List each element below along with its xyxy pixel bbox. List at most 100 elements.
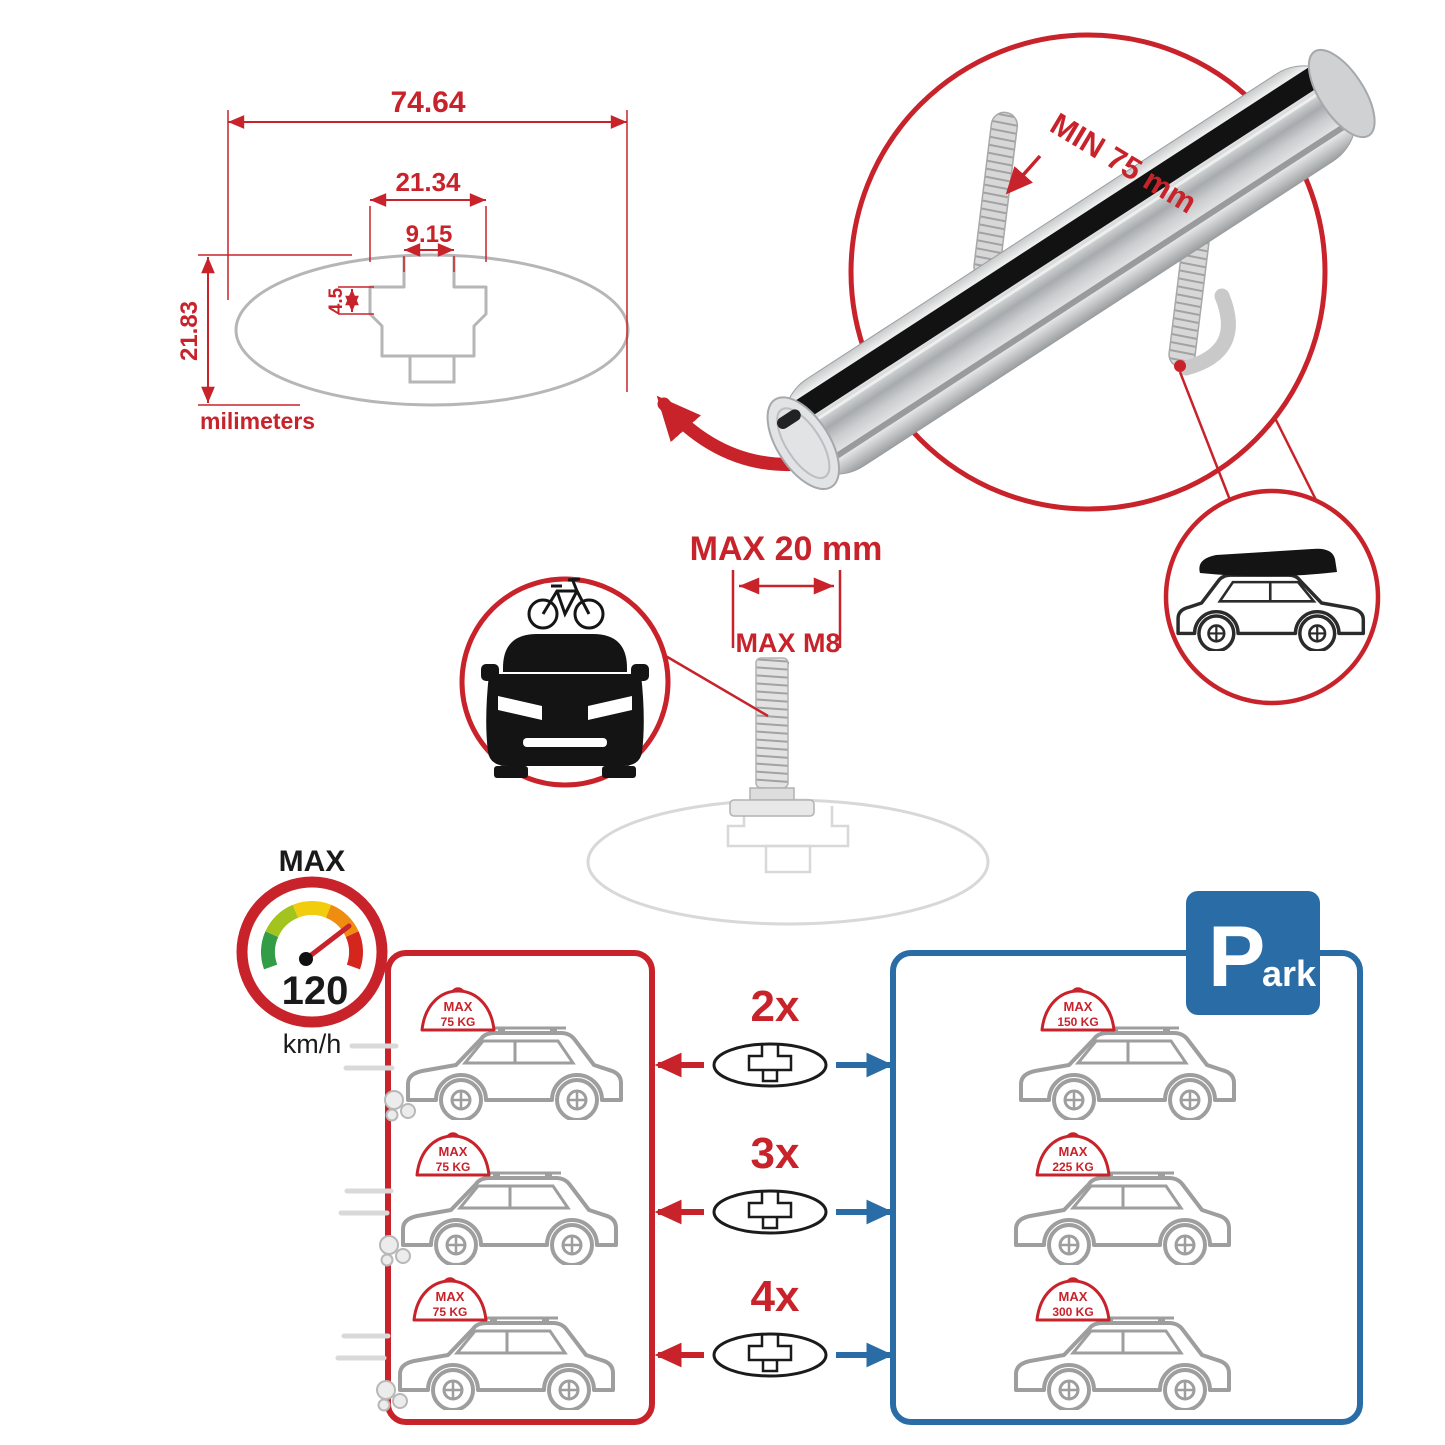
load-value: 150 KG bbox=[1057, 1015, 1098, 1029]
crossbar-profile-icon bbox=[712, 1189, 828, 1235]
bike-frame bbox=[541, 577, 591, 618]
bar-end-cap-inner bbox=[776, 407, 831, 479]
bolt-detail: MAX 20 mm MAX M8 bbox=[586, 530, 990, 926]
smoke-puff bbox=[376, 1380, 396, 1400]
load-value: 300 KG bbox=[1052, 1305, 1093, 1319]
load-value: 75 KG bbox=[433, 1305, 468, 1319]
speed-max-title: MAX bbox=[279, 845, 346, 878]
roof-box bbox=[1199, 548, 1337, 577]
parked-car-2: MAX 225 KG bbox=[1014, 1132, 1231, 1265]
detail-circle bbox=[848, 32, 1328, 512]
headlight-left bbox=[498, 696, 542, 720]
load-max-title: MAX bbox=[1064, 999, 1093, 1014]
roofbox-car-detail bbox=[1163, 488, 1381, 706]
leader-line-right bbox=[1273, 417, 1318, 501]
park-sign-plate bbox=[1186, 891, 1320, 1015]
park-sign-suffix: ark bbox=[1262, 953, 1317, 994]
car-front-wheel-left bbox=[494, 766, 528, 778]
gauge-arc-orange bbox=[325, 904, 359, 938]
load-value: 75 KG bbox=[441, 1015, 476, 1029]
crossbar-profile-icon bbox=[712, 1332, 828, 1378]
parking-panel-border bbox=[890, 950, 1363, 1425]
bolt-threads bbox=[756, 658, 788, 788]
speed-value: 120 bbox=[282, 969, 349, 1013]
dim-slot-width-label: 9.15 bbox=[406, 221, 453, 248]
smoke-puff bbox=[384, 1090, 404, 1110]
gauge-arc-yellow bbox=[292, 901, 332, 918]
multiplier-column: 2x 3x 4x bbox=[654, 982, 894, 1378]
clamp-band bbox=[1178, 288, 1236, 376]
load-max-title: MAX bbox=[1059, 1289, 1088, 1304]
park-sign: P ark bbox=[1186, 891, 1320, 1015]
smoke-puff bbox=[400, 1103, 416, 1119]
load-max-title: MAX bbox=[439, 1144, 468, 1159]
gauge-arc-red bbox=[345, 931, 364, 970]
bolt-max-length-label: MAX 20 mm bbox=[690, 530, 883, 568]
speed-unit: km/h bbox=[283, 1029, 342, 1059]
smoke-puff bbox=[392, 1393, 408, 1409]
bar-highlight-line bbox=[790, 81, 1336, 438]
car-side bbox=[401, 1171, 618, 1265]
bar-end-cap-right bbox=[1307, 48, 1376, 139]
crossbar-profile-icon bbox=[712, 1042, 828, 1088]
smoke-puff bbox=[379, 1235, 399, 1255]
car-side bbox=[398, 1316, 615, 1410]
bar-rubber-channel bbox=[780, 64, 1328, 428]
bike-wheel-left bbox=[527, 598, 559, 630]
profile-dimension-diagram: 74.64 21.34 9.15 4.5 21.83 milimeters bbox=[176, 86, 630, 434]
multiplier-label: 3x bbox=[751, 1129, 800, 1178]
bolt-collar bbox=[749, 787, 795, 801]
exhaust-smoke bbox=[384, 1090, 416, 1122]
multiplier-row-3: 4x bbox=[654, 1272, 894, 1378]
bolt bbox=[729, 657, 815, 817]
parking-load-panel: MAX 150 KG MAX 225 KG MAX 300 KG P ark bbox=[890, 891, 1363, 1425]
dim-height-label: 21.83 bbox=[176, 301, 203, 361]
aluminium-bar bbox=[766, 48, 1376, 491]
headlight-right bbox=[588, 696, 632, 720]
bike-car-detail bbox=[459, 576, 769, 788]
car-front-wheel-right bbox=[602, 766, 636, 778]
load-value: 75 KG bbox=[436, 1160, 471, 1174]
clamp-post-right-threads bbox=[1169, 218, 1211, 368]
clamp-post-left-threads bbox=[974, 112, 1018, 280]
clamp-anchor-dot bbox=[1174, 360, 1186, 372]
bolt-t-plate bbox=[729, 799, 815, 817]
bolt-max-thread-label: MAX M8 bbox=[735, 628, 840, 658]
exhaust-smoke bbox=[379, 1235, 411, 1267]
min-clamp-arrow bbox=[1005, 154, 1042, 195]
driving-car-2: MAX 75 KG bbox=[338, 1132, 618, 1267]
car-side bbox=[406, 1026, 623, 1120]
crossbar-render: MIN 75 mm bbox=[766, 32, 1376, 512]
smoke-puff bbox=[395, 1248, 411, 1264]
bike-car-leader bbox=[663, 653, 769, 718]
dim-total-width-label: 74.64 bbox=[390, 86, 465, 119]
gauge-arc-green bbox=[260, 931, 279, 970]
parked-car-1: MAX 150 KG bbox=[1019, 987, 1236, 1120]
profile-bottom-boss bbox=[408, 354, 456, 384]
load-max-title: MAX bbox=[444, 999, 473, 1014]
bumper-slot bbox=[523, 738, 607, 747]
smoke-puff bbox=[380, 1253, 394, 1267]
smoke-puff bbox=[377, 1398, 391, 1412]
faint-profile-ellipse bbox=[586, 798, 990, 926]
driving-car-3: MAX 75 KG bbox=[335, 1277, 615, 1412]
faint-profile-boss bbox=[764, 844, 812, 874]
car-side bbox=[1014, 1316, 1231, 1410]
bar-lower-groove bbox=[813, 116, 1359, 473]
load-value: 225 KG bbox=[1052, 1160, 1093, 1174]
dim-channel-width-label: 21.34 bbox=[395, 167, 461, 197]
car-side bbox=[1019, 1026, 1236, 1120]
unit-label: milimeters bbox=[200, 408, 315, 434]
speed-limit-gauge: MAX 120 km/h bbox=[236, 845, 388, 1059]
multiplier-row-1: 2x bbox=[654, 982, 894, 1088]
multiplier-row-2: 3x bbox=[654, 1129, 894, 1235]
bar-end-channel bbox=[777, 409, 801, 429]
multiplier-label: 2x bbox=[751, 982, 800, 1031]
exhaust-smoke bbox=[376, 1380, 408, 1412]
load-max-title: MAX bbox=[436, 1289, 465, 1304]
multiplier-label: 4x bbox=[751, 1272, 800, 1321]
smoke-puff bbox=[385, 1108, 399, 1122]
driving-load-panel: MAX 75 KG MAX 75 KG bbox=[335, 950, 655, 1425]
